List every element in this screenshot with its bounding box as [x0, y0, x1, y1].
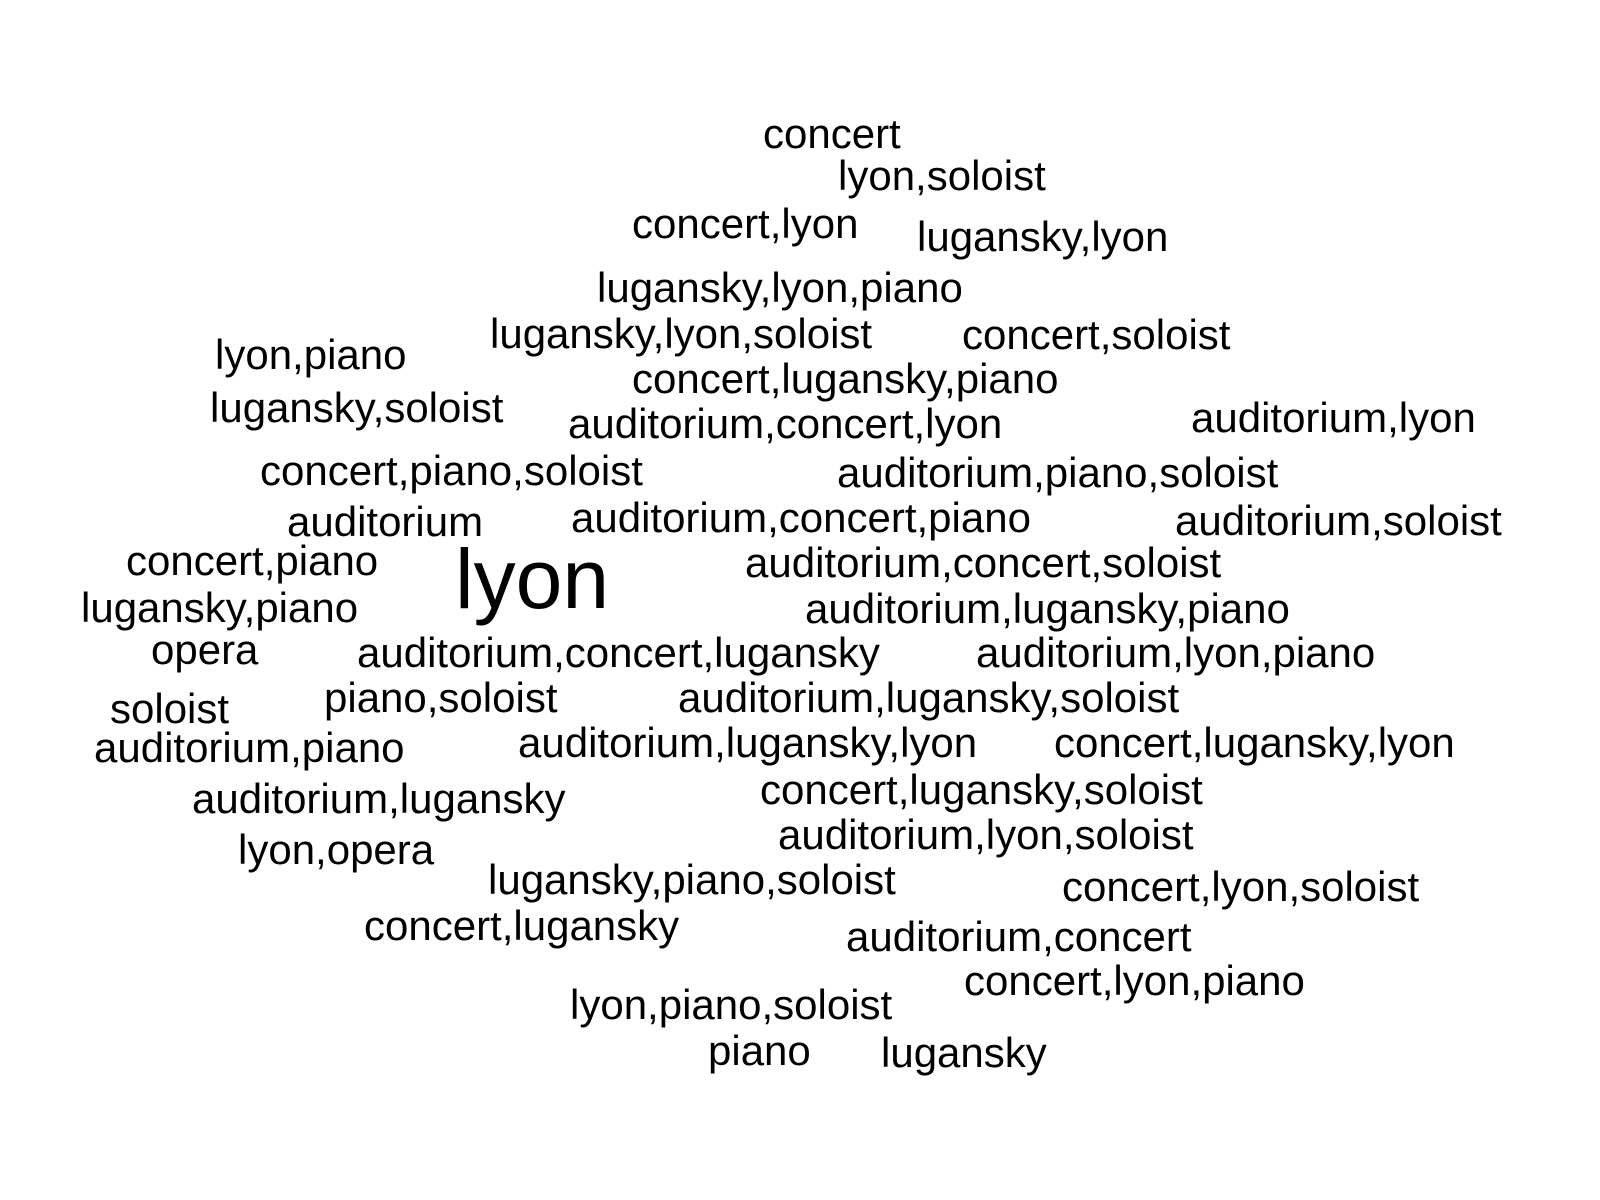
word-concert-lyon-soloist: concert,lyon,soloist — [1062, 863, 1420, 910]
word-concert-piano-soloist: concert,piano,soloist — [260, 447, 643, 494]
word-lugansky-piano: lugansky,piano — [81, 584, 359, 631]
word-lyon-opera: lyon,opera — [238, 826, 435, 873]
word-lugansky: lugansky — [881, 1029, 1047, 1076]
word-auditorium-piano-soloist: auditorium,piano,soloist — [837, 449, 1279, 496]
word-concert-lyon: concert,lyon — [632, 200, 859, 247]
word-lyon-soloist: lyon,soloist — [838, 152, 1046, 199]
word-lugansky-soloist: lugansky,soloist — [210, 384, 504, 431]
word-auditorium-lyon: auditorium,lyon — [1191, 394, 1476, 441]
word-concert-lugansky: concert,lugansky — [364, 902, 680, 949]
word-concert-lugansky-piano: concert,lugansky,piano — [632, 355, 1059, 402]
word-auditorium-soloist: auditorium,soloist — [1175, 497, 1502, 544]
word-auditorium-concert-soloist: auditorium,concert,soloist — [745, 539, 1222, 586]
word-piano: piano — [708, 1027, 811, 1074]
word-lugansky-lyon: lugansky,lyon — [917, 213, 1169, 260]
word-lugansky-lyon-soloist: lugansky,lyon,soloist — [490, 310, 873, 357]
word-auditorium-lyon-piano: auditorium,lyon,piano — [976, 629, 1376, 676]
word-concert-lugansky-lyon: concert,lugansky,lyon — [1054, 719, 1455, 766]
word-auditorium-lugansky: auditorium,lugansky — [192, 775, 566, 822]
word-auditorium-lugansky-soloist: auditorium,lugansky,soloist — [678, 674, 1180, 721]
word-concert-piano: concert,piano — [126, 537, 379, 584]
word-concert: concert — [763, 110, 901, 157]
word-auditorium-lugansky-piano: auditorium,lugansky,piano — [805, 585, 1290, 632]
word-lyon-piano: lyon,piano — [215, 331, 407, 378]
word-concert-lugansky-soloist: concert,lugansky,soloist — [760, 766, 1203, 813]
word-auditorium-concert-lugansky: auditorium,concert,lugansky — [357, 629, 880, 676]
word-concert-lyon-piano: concert,lyon,piano — [964, 957, 1305, 1004]
word-lyon: lyon — [455, 532, 610, 626]
word-auditorium-concert-lyon: auditorium,concert,lyon — [568, 400, 1003, 447]
word-lyon-piano-soloist: lyon,piano,soloist — [570, 981, 893, 1028]
word-lugansky-lyon-piano: lugansky,lyon,piano — [597, 264, 963, 311]
word-opera: opera — [151, 626, 259, 673]
word-concert-soloist: concert,soloist — [962, 311, 1231, 358]
word-auditorium-piano: auditorium,piano — [94, 724, 405, 771]
word-auditorium-concert-piano: auditorium,concert,piano — [571, 494, 1031, 541]
word-auditorium-lyon-soloist: auditorium,lyon,soloist — [778, 811, 1194, 858]
word-auditorium-lugansky-lyon: auditorium,lugansky,lyon — [518, 719, 978, 766]
word-soloist: soloist — [110, 685, 230, 732]
word-lugansky-piano-soloist: lugansky,piano,soloist — [488, 856, 896, 903]
word-auditorium: auditorium — [287, 498, 484, 545]
word-auditorium-concert: auditorium,concert — [846, 913, 1192, 960]
word-piano-soloist: piano,soloist — [324, 674, 558, 721]
